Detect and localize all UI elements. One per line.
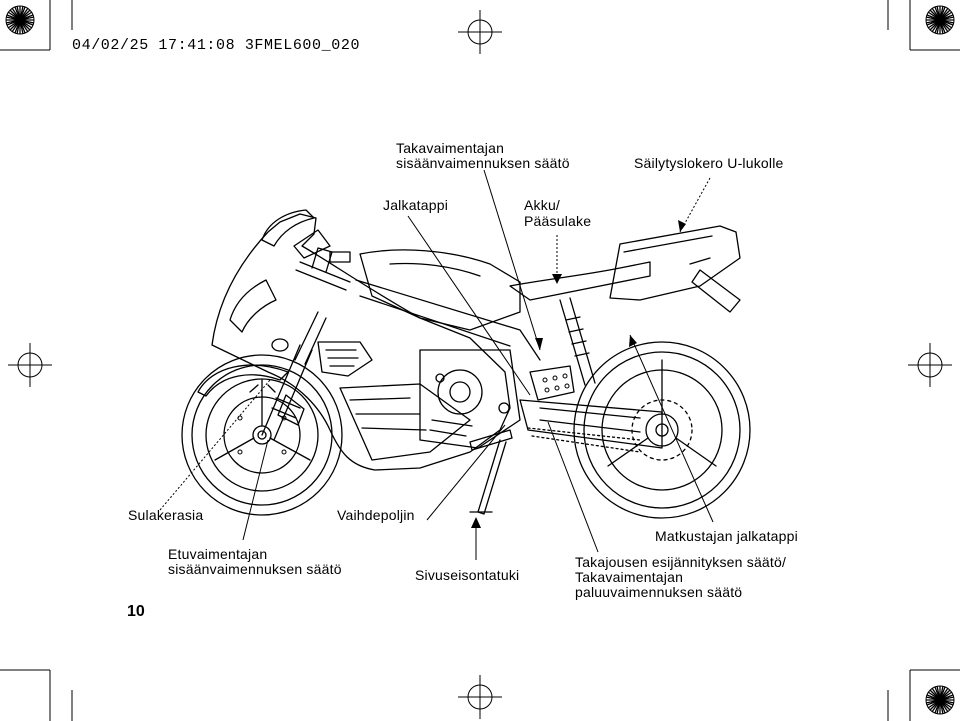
front-fairing [211,213,511,471]
label-storage-compartment: Säilytyslokero U-lukolle [634,155,784,171]
label-passenger-footpeg: Matkustajan jalkatappi [655,528,798,544]
leader-footpeg [407,215,531,396]
sidestand-leg [477,439,507,515]
label-sidestand: Sivuseisontatuki [415,567,520,583]
label-rear-spring-line1: Takajousen esijännityksen säätö/ [575,554,787,570]
arrow-head-icon [471,517,481,528]
handlebar [295,261,351,291]
crosshair-mark-icon [457,674,503,720]
arrow-head-icon [535,338,543,350]
label-battery-line2: Pääsulake [524,213,592,229]
page-number: 10 [127,603,145,620]
arrow-head-icon [678,220,686,232]
rider-seat [509,261,651,301]
label-battery-line1: Akku/ [524,197,561,213]
front-fender [197,364,289,397]
crosshair-mark-icon [457,9,503,55]
windscreen [261,209,315,247]
registration-burst-icon [925,685,955,715]
label-shift-pedal: Vaihdepoljin [337,507,415,523]
print-header: 04/02/25 17:41:08 3FMEL600_020 [72,37,361,54]
rear-shock [559,297,596,386]
label-front-compression-line1: Etuvaimentajan [168,546,268,562]
registration-burst-icon [5,5,35,35]
rear-wheel [573,341,751,519]
crosshair-mark-icon [7,342,53,388]
leader-fuse-box [159,379,271,511]
crosshair-mark-icon [907,342,953,388]
front-wheel [181,354,343,516]
arrow-head-icon [552,274,562,284]
tail-section [609,225,741,301]
leader-shift-pedal [426,424,506,521]
label-footpeg: Jalkatappi [383,197,449,213]
leader-rear-spring [547,421,599,553]
engine [419,349,521,449]
label-fuse-box: Sulakerasia [128,507,204,523]
leader-passenger-footpeg [629,334,714,523]
label-rear-compression-line2: sisäänvaimennuksen säätö [396,155,570,171]
frame [355,279,541,361]
label-front-compression-line2: sisäänvaimennuksen säätö [168,561,342,577]
leader-front-compression [242,439,269,541]
swingarm [519,399,663,449]
label-rear-spring-line2: Takavaimentajan [575,569,684,585]
registration-burst-icon [925,5,955,35]
arrow-head-icon [629,335,637,347]
label-rear-spring-line3: paluuvaimennuksen säätö [575,584,743,600]
label-rear-compression-line1: Takavaimentajan [396,140,505,156]
fuel-tank [359,249,521,331]
leader-rear-compression [483,169,541,351]
